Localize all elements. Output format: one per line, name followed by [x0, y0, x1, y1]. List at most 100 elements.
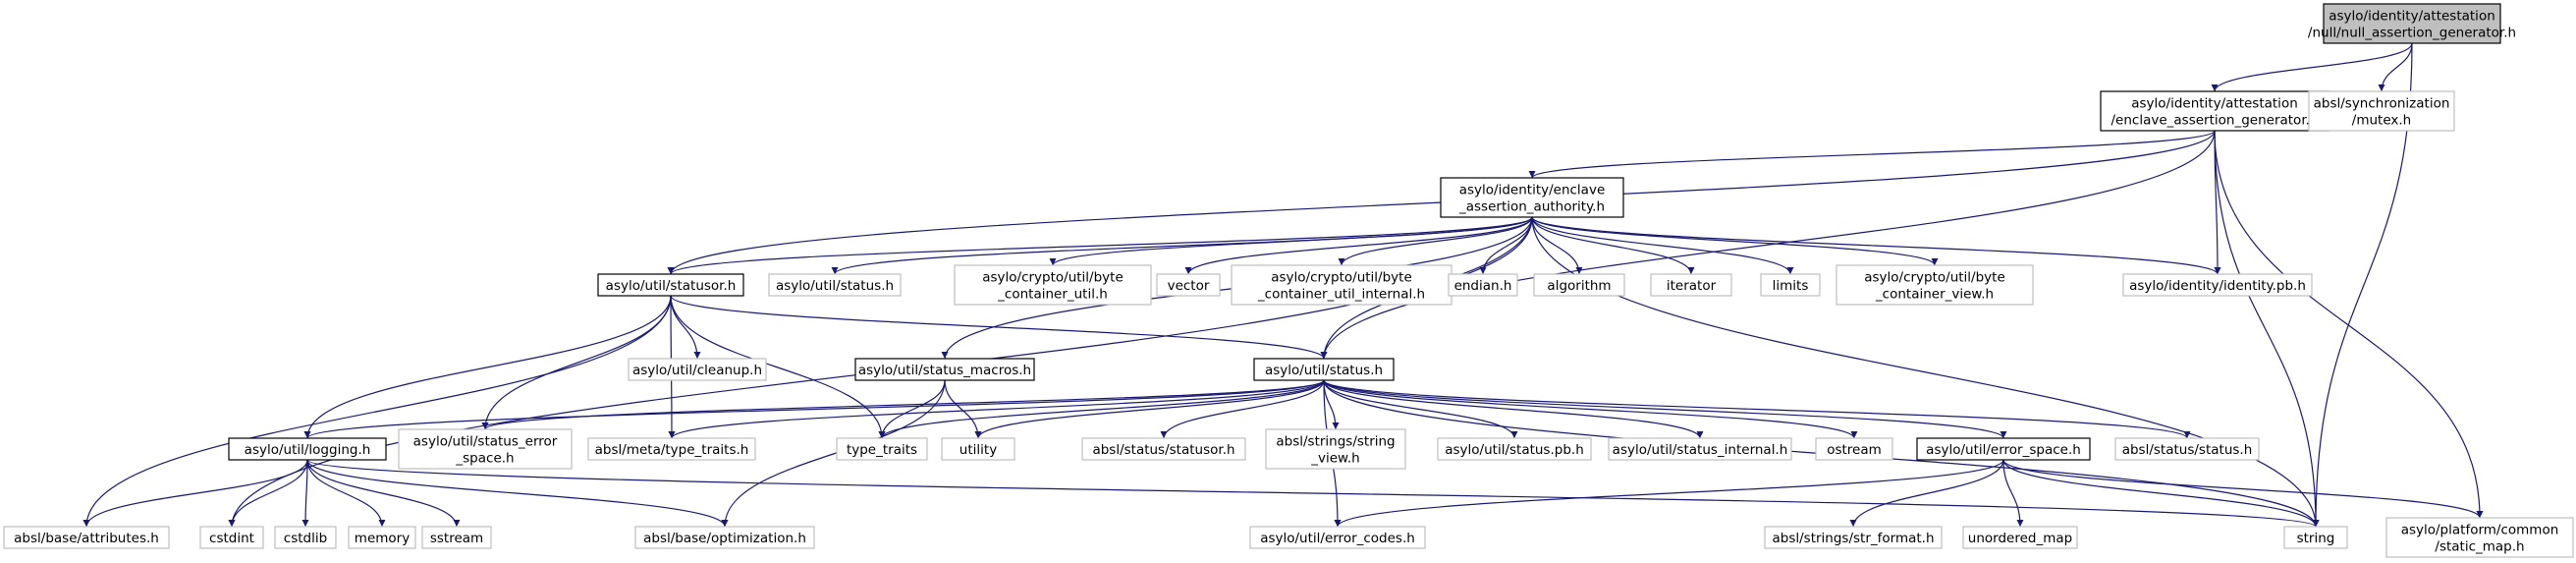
node-box: [2122, 273, 2313, 297]
node-label: utility: [959, 442, 997, 458]
edge-status-to-error_space: [1323, 379, 2007, 439]
node-label: ostream: [1827, 442, 1882, 458]
node-label: algorithm: [1547, 278, 1611, 294]
edge-enclave_assertion_authority-to-limits: [1531, 216, 1794, 275]
node-box: [1650, 273, 1732, 297]
node-box: [2283, 526, 2348, 549]
node-utility: utility: [941, 437, 1015, 461]
edge-statusor-to-logging: [303, 295, 672, 439]
edge-logging-to-cstdint: [228, 459, 308, 528]
node-label: absl/strings/str_format.h: [1772, 531, 1934, 546]
node-status_h_top: asylo/util/status.h: [768, 273, 902, 297]
node-label: /null/null_assertion_generator.h: [2308, 26, 2516, 41]
edge-error_space-to-static_map: [2002, 459, 2484, 519]
edge-statusor-to-type_traits: [670, 295, 886, 439]
edge-enclave_assertion_authority-to-iterator: [1531, 216, 1695, 275]
node-status[interactable]: asylo/util/status.h: [1253, 358, 1395, 381]
node-statusor[interactable]: asylo/util/statusor.h: [597, 273, 744, 297]
node-box: [836, 437, 928, 461]
node-label: memory: [355, 531, 410, 546]
edge-enclave_assertion_generator-to-static_map: [2214, 130, 2484, 519]
node-box: [1440, 177, 1624, 218]
edge-root-to-mutex: [2378, 42, 2413, 92]
node-error_space[interactable]: asylo/util/error_space.h: [1916, 437, 2091, 461]
node-box: [1608, 437, 1792, 461]
edge-enclave_assertion_generator-to-status: [1320, 130, 2216, 360]
node-endian: endian.h: [1448, 273, 1518, 297]
edge-status-to-utility: [974, 379, 1325, 439]
node-error_codes: asylo/util/error_codes.h: [1249, 526, 1426, 549]
node-label: _space.h: [455, 451, 514, 467]
edge-error_space-to-str_format: [1849, 459, 2004, 528]
node-box: [2323, 3, 2501, 44]
node-box: [1448, 273, 1518, 297]
node-box: [1253, 358, 1395, 381]
node-mutex: absl/synchronization/mutex.h: [2308, 90, 2455, 132]
node-type_traits_meta: absl/meta/type_traits.h: [587, 437, 756, 461]
node-iterator: iterator: [1650, 273, 1732, 297]
node-box: [1265, 428, 1406, 470]
node-label: asylo/util/status_macros.h: [858, 363, 1031, 378]
edge-logging-to-sstream: [306, 459, 461, 528]
node-box: [1760, 273, 1821, 297]
node-string_view: absl/strings/string_view.h: [1265, 428, 1406, 470]
node-label: iterator: [1667, 278, 1717, 294]
edge-logging-to-string: [306, 459, 2320, 528]
node-box: [421, 526, 492, 549]
node-box: [398, 428, 573, 470]
node-label: string: [2297, 531, 2335, 546]
node-label: absl/status/status.h: [2122, 442, 2253, 458]
edge-enclave_assertion_authority-to-algorithm: [1531, 216, 1583, 275]
edge-status-to-absl_statusor: [1160, 379, 1325, 439]
node-cstdlib: cstdlib: [274, 526, 337, 549]
node-enclave_assertion_authority[interactable]: asylo/identity/enclave_assertion_authori…: [1440, 177, 1624, 218]
node-label: vector: [1168, 278, 1210, 294]
node-logging[interactable]: asylo/util/logging.h: [228, 437, 387, 461]
node-optimization: absl/base/optimization.h: [634, 526, 815, 549]
node-label: absl/status/statusor.h: [1092, 442, 1234, 458]
node-cstdint: cstdint: [199, 526, 264, 549]
node-box: [628, 358, 767, 381]
node-box: [954, 264, 1152, 306]
node-box: [941, 437, 1015, 461]
node-box: [1836, 264, 2034, 306]
node-status_macros[interactable]: asylo/util/status_macros.h: [854, 358, 1035, 381]
node-label: _container_util.h: [997, 287, 1108, 303]
node-box: [2385, 517, 2574, 558]
node-vector: vector: [1156, 273, 1221, 297]
node-label: _container_view.h: [1875, 287, 1994, 303]
node-box: [2114, 437, 2260, 461]
edge-status-to-logging: [303, 379, 1325, 439]
node-box: [854, 358, 1035, 381]
node-box: [597, 273, 744, 297]
edge-enclave_assertion_authority-to-vector: [1184, 216, 1533, 275]
node-label: asylo/crypto/util/byte: [982, 270, 1124, 286]
node-label: asylo/util/error_space.h: [1926, 442, 2081, 458]
node-memory: memory: [348, 526, 416, 549]
node-enclave_assertion_generator[interactable]: asylo/identity/attestation/enclave_asser…: [2100, 90, 2329, 132]
node-status_internal: asylo/util/status_internal.h: [1608, 437, 1792, 461]
node-sstream: sstream: [421, 526, 492, 549]
node-box: [1081, 437, 1246, 461]
node-label: limits: [1773, 278, 1809, 294]
node-absl_statusor: absl/status/statusor.h: [1081, 437, 1246, 461]
node-label: asylo/util/statusor.h: [606, 278, 737, 294]
node-ostream: ostream: [1815, 437, 1893, 461]
node-box: [1764, 526, 1943, 549]
node-byte_container_util_internal: asylo/crypto/util/byte_container_util_in…: [1231, 264, 1452, 306]
node-box: [1815, 437, 1893, 461]
edge-status-to-type_traits_meta: [668, 379, 1325, 439]
node-static_map: asylo/platform/common/static_map.h: [2385, 517, 2574, 558]
node-root[interactable]: asylo/identity/attestation/null/null_ass…: [2308, 3, 2516, 44]
edge-logging-to-memory: [306, 459, 386, 528]
node-label: asylo/identity/identity.pb.h: [2129, 278, 2306, 294]
node-status_pb: asylo/util/status.pb.h: [1437, 437, 1592, 461]
node-byte_container_util: asylo/crypto/util/byte_container_util.h: [954, 264, 1152, 306]
edge-enclave_assertion_generator-to-enclave_assertion_authority: [1528, 130, 2216, 179]
node-label: absl/base/attributes.h: [14, 531, 159, 546]
edge-status-to-ostream: [1323, 379, 1858, 439]
node-box: [634, 526, 815, 549]
node-label: asylo/crypto/util/byte: [1271, 270, 1412, 286]
edge-logging-to-cstdlib: [301, 459, 309, 528]
node-box: [1962, 526, 2078, 549]
